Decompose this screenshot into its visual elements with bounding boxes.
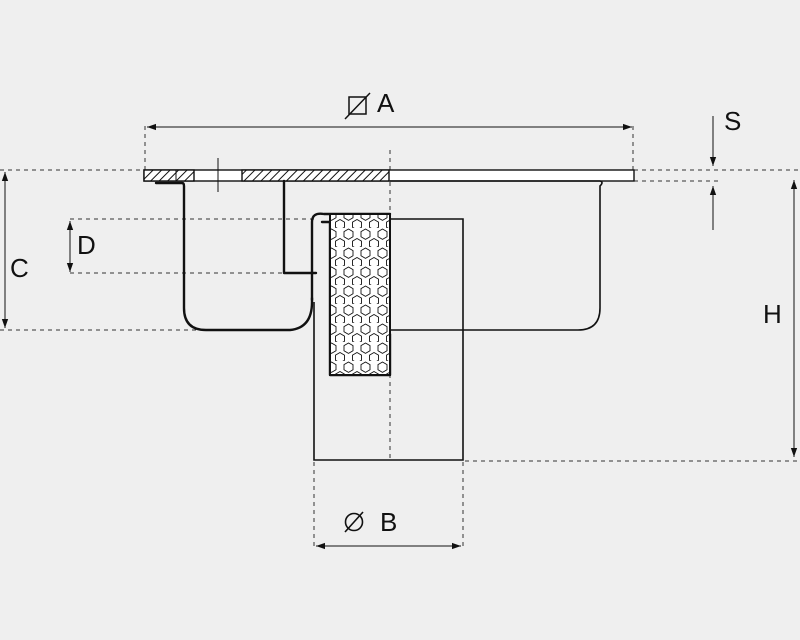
label-b: B: [380, 507, 397, 537]
label-d: D: [77, 230, 96, 260]
flange-plate: [143, 158, 635, 192]
label-h: H: [763, 299, 782, 329]
label-a: A: [377, 88, 395, 118]
diameter-symbol: [344, 511, 364, 533]
dimension-lines: [1, 116, 798, 550]
extension-lines: [0, 126, 800, 548]
label-c: C: [10, 253, 29, 283]
drain-body: [313, 180, 603, 461]
square-diameter-symbol: [344, 92, 371, 120]
filter-basket: [329, 213, 391, 376]
label-s: S: [724, 106, 741, 136]
water-trap: [154, 179, 318, 332]
